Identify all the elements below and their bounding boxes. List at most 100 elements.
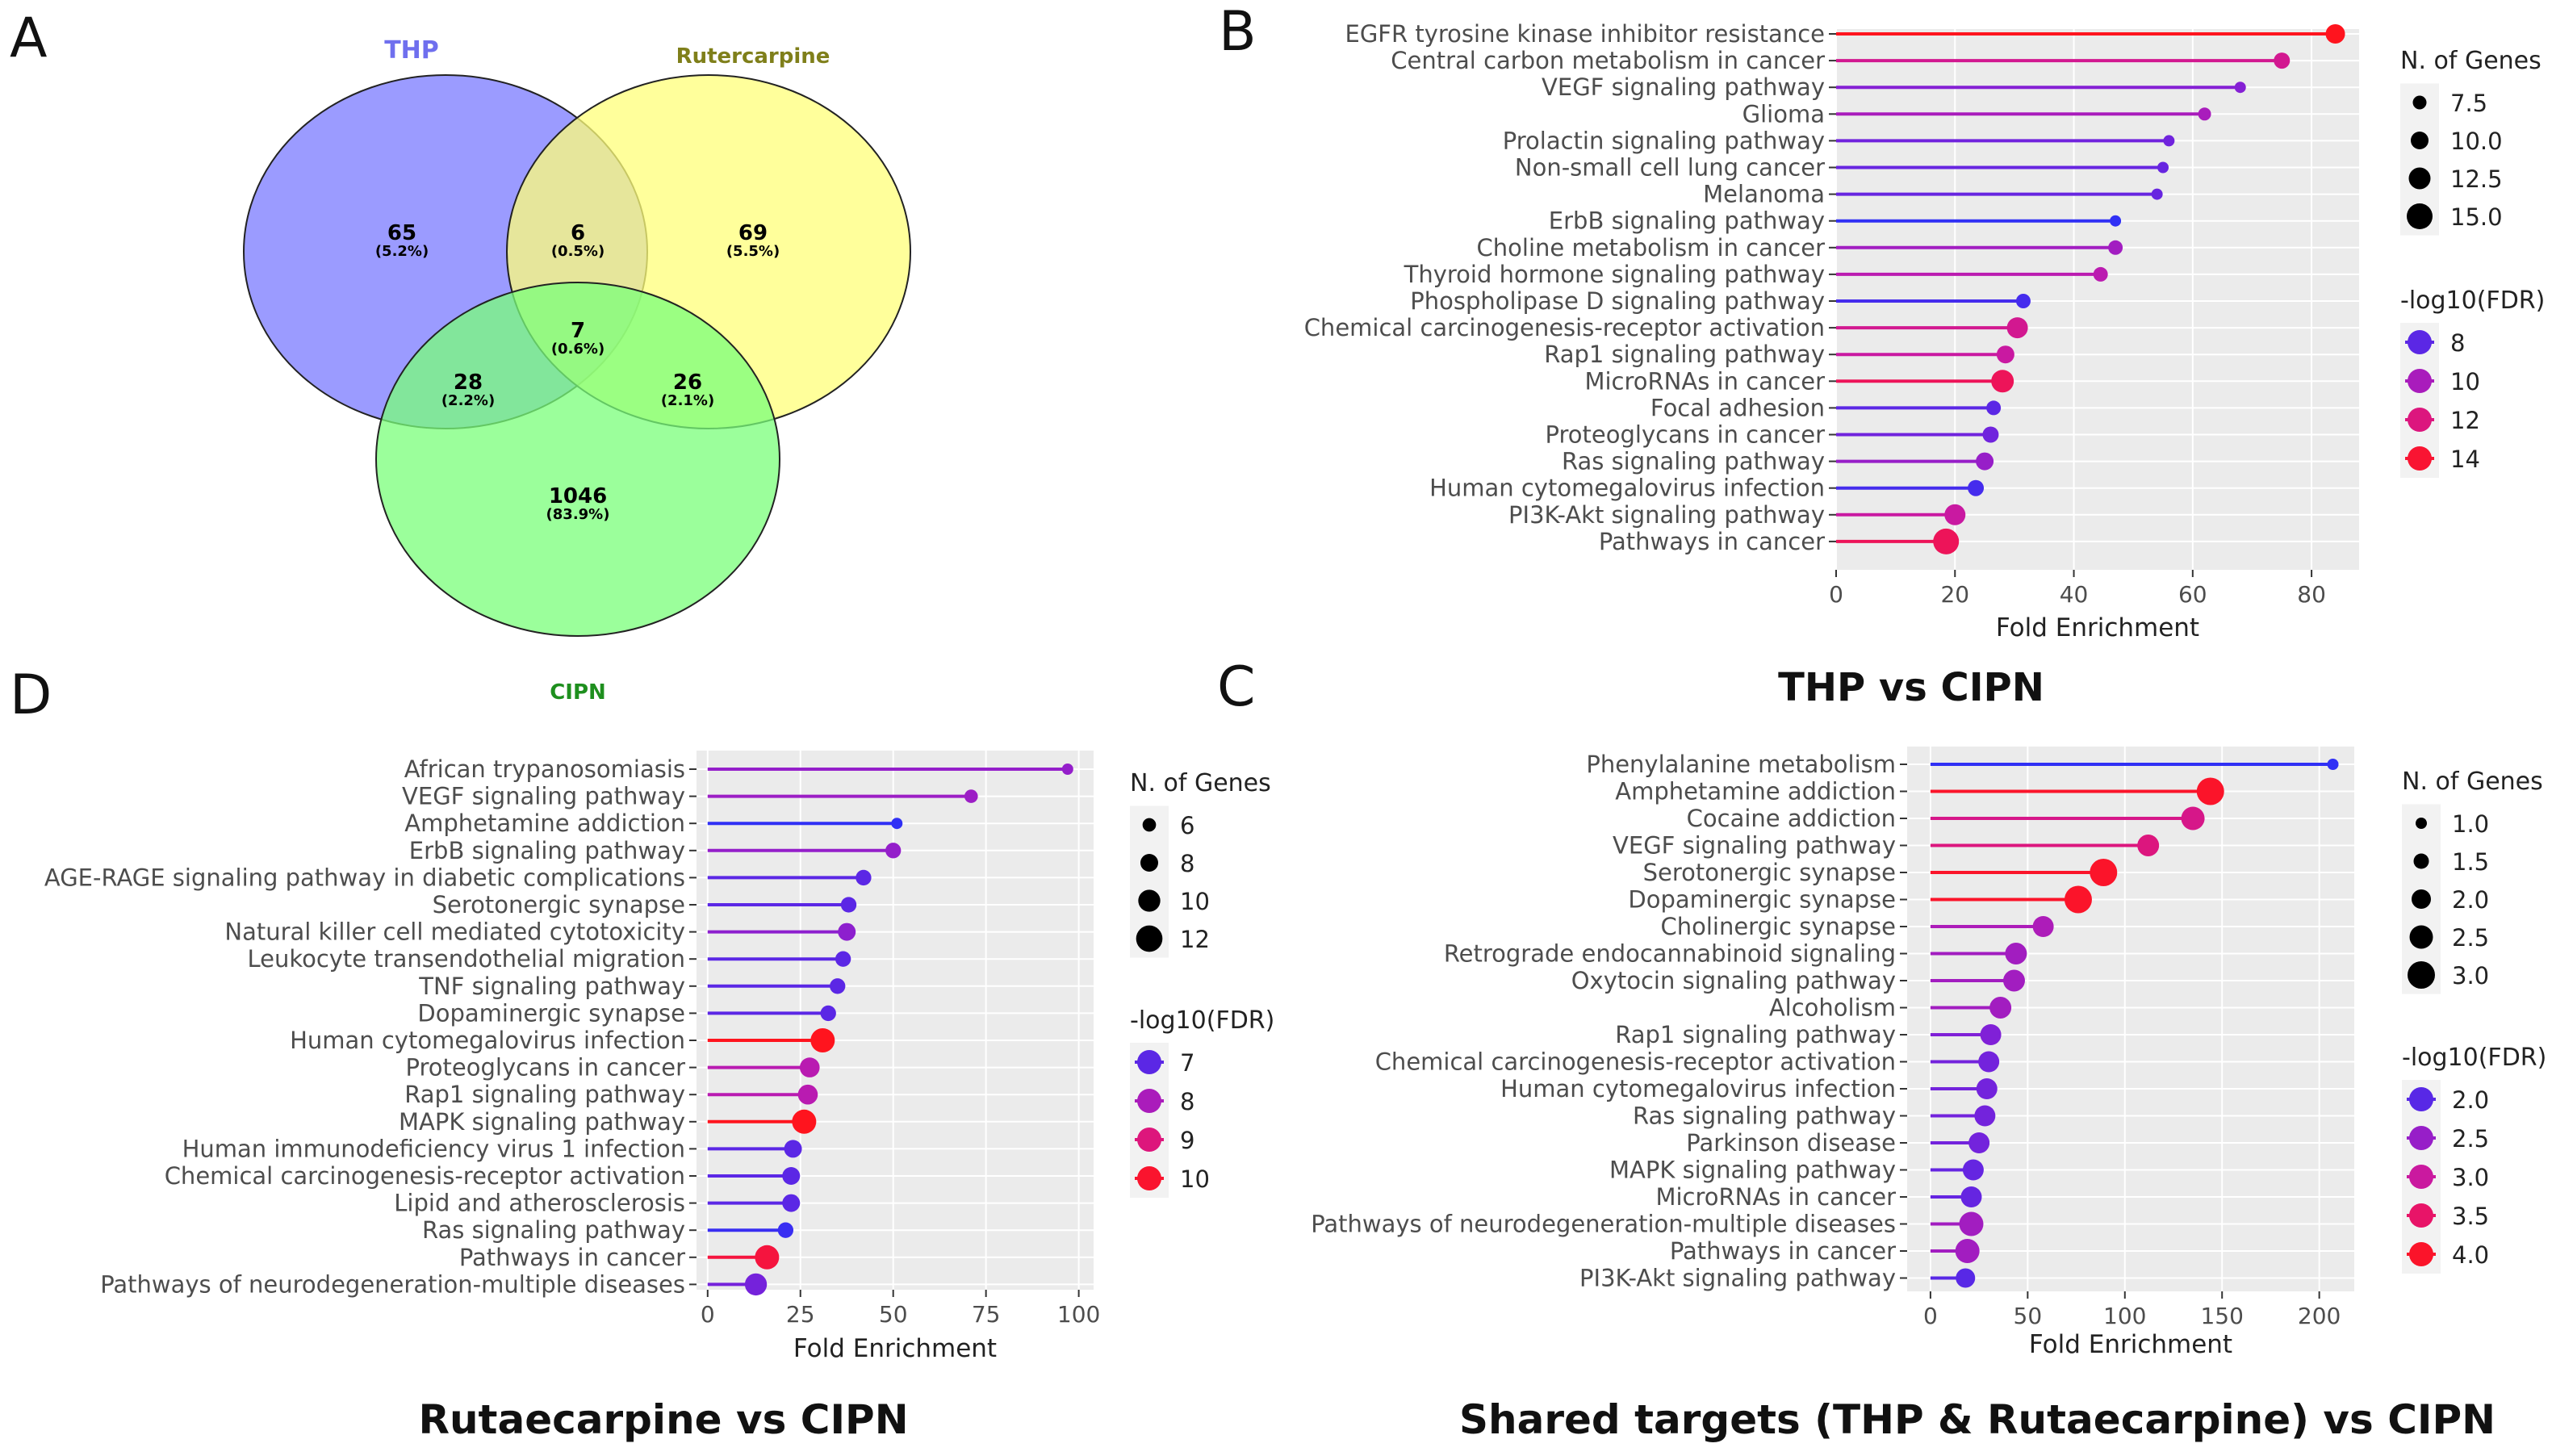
category-label: Human cytomegalovirus infection bbox=[1500, 1075, 1896, 1102]
color-legend-dot bbox=[2409, 1242, 2433, 1266]
color-legend-dot bbox=[2408, 330, 2432, 354]
category-label: MicroRNAs in cancer bbox=[1655, 1183, 1896, 1211]
size-legend-label: 2.0 bbox=[2452, 886, 2489, 914]
x-tick-label: 60 bbox=[2178, 581, 2207, 608]
color-legend-title: -log10(FDR) bbox=[2400, 287, 2545, 315]
size-legend-label: 2.5 bbox=[2452, 924, 2489, 952]
category-label: Ras signaling pathway bbox=[422, 1216, 685, 1244]
venn-set-label-cipn: CIPN bbox=[550, 680, 606, 705]
category-label: VEGF signaling pathway bbox=[402, 783, 685, 810]
lollipop-point bbox=[2234, 82, 2246, 94]
lollipop-point bbox=[2093, 266, 2108, 282]
size-legend-label: 8 bbox=[1180, 850, 1194, 877]
x-tick-label: 20 bbox=[1940, 581, 1969, 608]
lollipop-point bbox=[820, 1005, 836, 1022]
lollipop-point bbox=[1962, 1159, 1984, 1181]
category-label: Proteoglycans in cancer bbox=[406, 1054, 686, 1082]
size-legend-dot bbox=[2412, 889, 2431, 909]
category-label: Ras signaling pathway bbox=[1562, 448, 1825, 475]
color-legend-dot bbox=[1137, 1089, 1161, 1113]
size-legend-dot bbox=[1142, 818, 1157, 832]
lollipop-point bbox=[2196, 777, 2224, 805]
color-legend-title: -log10(FDR) bbox=[2402, 1044, 2546, 1072]
category-label: Human immunodeficiency virus 1 infection bbox=[182, 1135, 685, 1162]
x-tick-label: 150 bbox=[2200, 1303, 2243, 1329]
color-legend-dot bbox=[2408, 446, 2432, 471]
venn-region-all: 7 (0.6%) bbox=[551, 319, 605, 358]
lollipop-point bbox=[1991, 370, 2014, 393]
size-legend-dot bbox=[1138, 889, 1161, 912]
category-label: Ras signaling pathway bbox=[1633, 1102, 1896, 1130]
color-legend-label: 8 bbox=[1180, 1088, 1194, 1115]
size-legend-dot bbox=[2407, 203, 2433, 229]
lollipop-point bbox=[1989, 997, 2012, 1019]
category-label: ErbB signaling pathway bbox=[1549, 207, 1825, 235]
lollipop-point bbox=[2325, 24, 2345, 44]
color-legend-dot bbox=[2409, 1087, 2433, 1111]
venn-count: 6 bbox=[571, 221, 585, 245]
venn-region-cipn-only: 1046 (83.9%) bbox=[546, 484, 610, 523]
category-label: VEGF signaling pathway bbox=[1542, 73, 1825, 101]
plot-background bbox=[697, 751, 1094, 1290]
color-legend-label: 8 bbox=[2450, 329, 2465, 357]
x-tick-label: 0 bbox=[1923, 1303, 1938, 1329]
category-label: Human cytomegalovirus infection bbox=[1429, 475, 1825, 502]
lollipop-point bbox=[782, 1194, 801, 1212]
lollipop-point bbox=[1976, 452, 1994, 471]
x-tick-label: 0 bbox=[1829, 581, 1843, 608]
lollipop-point bbox=[2015, 294, 2031, 308]
category-label: Serotonergic synapse bbox=[1643, 859, 1896, 886]
color-legend-label: 2.5 bbox=[2452, 1125, 2489, 1153]
size-legend-label: 10 bbox=[1180, 888, 1210, 915]
chart-title-c: Shared targets (THP & Rutaecarpine) vs C… bbox=[1459, 1396, 2496, 1443]
chart-title-b: THP vs CIPN bbox=[1778, 665, 2044, 710]
panel-letter-d: D bbox=[10, 663, 52, 727]
color-legend-dot bbox=[2408, 369, 2432, 393]
category-label: Chemical carcinogenesis-receptor activat… bbox=[165, 1162, 685, 1190]
size-legend-dot bbox=[2409, 925, 2433, 949]
category-label: Cocaine addiction bbox=[1687, 805, 1896, 832]
venn-circle-cipn bbox=[375, 282, 780, 637]
category-label: Phenylalanine metabolism bbox=[1586, 751, 1896, 778]
size-legend-label: 1.0 bbox=[2452, 810, 2489, 838]
size-legend-label: 15.0 bbox=[2450, 203, 2503, 231]
category-label: PI3K-Akt signaling pathway bbox=[1579, 1265, 1896, 1292]
venn-percent: (5.2%) bbox=[375, 243, 429, 260]
lollipop-point bbox=[840, 897, 857, 913]
category-label: Thyroid hormone signaling pathway bbox=[1404, 261, 1825, 288]
category-label: ErbB signaling pathway bbox=[409, 837, 685, 864]
venn-region-rutercarpine-only: 69 (5.5%) bbox=[726, 221, 780, 260]
category-label: Pathways in cancer bbox=[1670, 1237, 1896, 1265]
venn-percent: (83.9%) bbox=[546, 506, 610, 523]
lollipop-point bbox=[2006, 317, 2028, 339]
lollipop-point bbox=[799, 1057, 820, 1077]
venn-count: 1046 bbox=[549, 484, 607, 508]
lollipop-point bbox=[2005, 943, 2027, 964]
size-legend-dot bbox=[2411, 132, 2429, 149]
color-legend-title: -log10(FDR) bbox=[1130, 1006, 1274, 1035]
category-label: Choline metabolism in cancer bbox=[1477, 234, 1826, 261]
plot-background bbox=[1907, 747, 2354, 1291]
venn-percent: (2.2%) bbox=[441, 392, 495, 409]
lollipop-point bbox=[777, 1222, 794, 1238]
venn-set-label-rutercarpine: Rutercarpine bbox=[676, 44, 830, 69]
category-label: Dopaminergic synapse bbox=[417, 999, 685, 1027]
venn-count: 65 bbox=[387, 221, 416, 245]
category-label: MAPK signaling pathway bbox=[1609, 1157, 1896, 1184]
lollipop-point bbox=[2110, 215, 2122, 227]
category-label: Melanoma bbox=[1703, 181, 1825, 208]
lollipop-point bbox=[797, 1084, 818, 1105]
lollipop-point bbox=[2157, 161, 2169, 174]
size-legend-dot bbox=[1136, 925, 1163, 952]
category-label: Pathways in cancer bbox=[1599, 528, 1825, 555]
category-label: Parkinson disease bbox=[1686, 1129, 1896, 1157]
category-label: AGE-RAGE signaling pathway in diabetic c… bbox=[44, 864, 685, 891]
venn-percent: (5.5%) bbox=[726, 243, 780, 260]
category-label: Rap1 signaling pathway bbox=[404, 1081, 685, 1108]
venn-region-thp-rutercarpine: 6 (0.5%) bbox=[551, 221, 605, 260]
color-legend-label: 2.0 bbox=[2452, 1086, 2489, 1114]
size-legend-label: 12.5 bbox=[2450, 165, 2503, 193]
color-legend-label: 4.0 bbox=[2452, 1241, 2489, 1269]
x-tick-label: 100 bbox=[1057, 1301, 1100, 1328]
